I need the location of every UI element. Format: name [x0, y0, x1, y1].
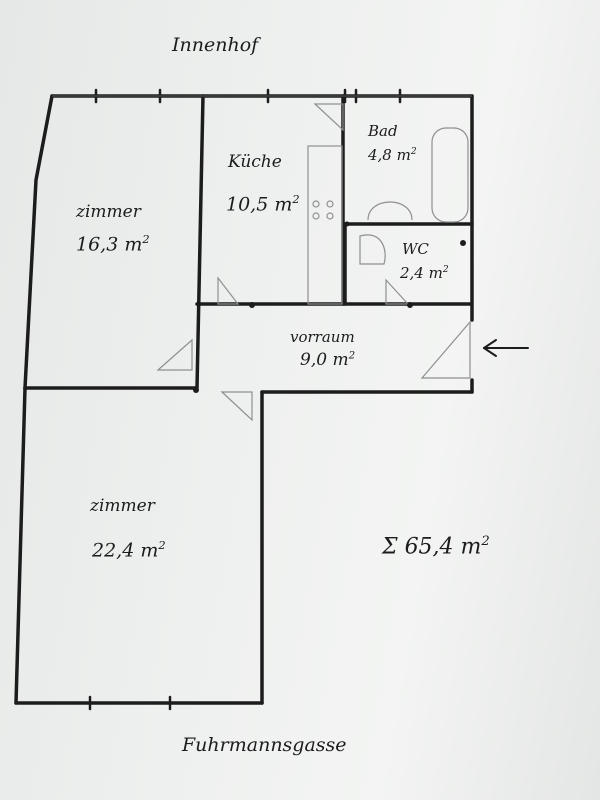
kitchen-counter	[307, 145, 343, 305]
door-bath	[313, 103, 344, 132]
label-fuhrmannsgasse: Fuhrmannsgasse	[182, 734, 347, 756]
room-zimmer-bottom-area: 22,4 m2	[92, 538, 166, 562]
entrance-arrow-icon	[483, 339, 529, 357]
wall-left-lower	[14, 386, 27, 705]
room-zimmer-bottom-name: zimmer	[90, 496, 155, 516]
room-kueche-area: 10,5 m2	[226, 192, 300, 216]
stove-burner	[312, 200, 320, 208]
stove-burner	[326, 200, 334, 208]
room-zimmer-top-name: zimmer	[76, 202, 141, 222]
door-zimmer-top	[156, 338, 193, 371]
room-vorraum-area: 9,0 m2	[300, 350, 356, 370]
wall-left-upper	[23, 94, 54, 390]
door-wc	[385, 278, 410, 305]
sigma-symbol: Σ	[382, 534, 398, 560]
room-wc-area: 2,4 m2	[400, 264, 449, 282]
door-zimmer-bottom	[220, 391, 253, 422]
door-entrance	[420, 320, 471, 379]
wall-dot	[193, 387, 199, 393]
wall-dot	[460, 240, 466, 246]
bath-sink	[367, 201, 413, 221]
room-vorraum-name: vorraum	[290, 328, 355, 346]
bathtub	[431, 127, 469, 223]
wall-dot	[407, 302, 413, 308]
room-zimmer-top-area: 16,3 m2	[76, 232, 150, 256]
stove-burner	[312, 212, 320, 220]
room-wc-name: WC	[402, 240, 429, 258]
wall-dot	[344, 221, 350, 227]
label-innenhof: Innenhof	[172, 34, 259, 56]
room-bad-name: Bad	[368, 122, 398, 140]
wc-toilet	[359, 234, 386, 265]
wall-kitchen-left	[195, 94, 205, 390]
room-bad-area: 4,8 m2	[368, 146, 417, 164]
room-kueche-name: Küche	[228, 152, 282, 172]
wall-dot	[249, 302, 255, 308]
stove-burner	[326, 212, 334, 220]
total-area: Σ 65,4 m2	[382, 534, 490, 560]
door-kitchen	[217, 276, 240, 305]
